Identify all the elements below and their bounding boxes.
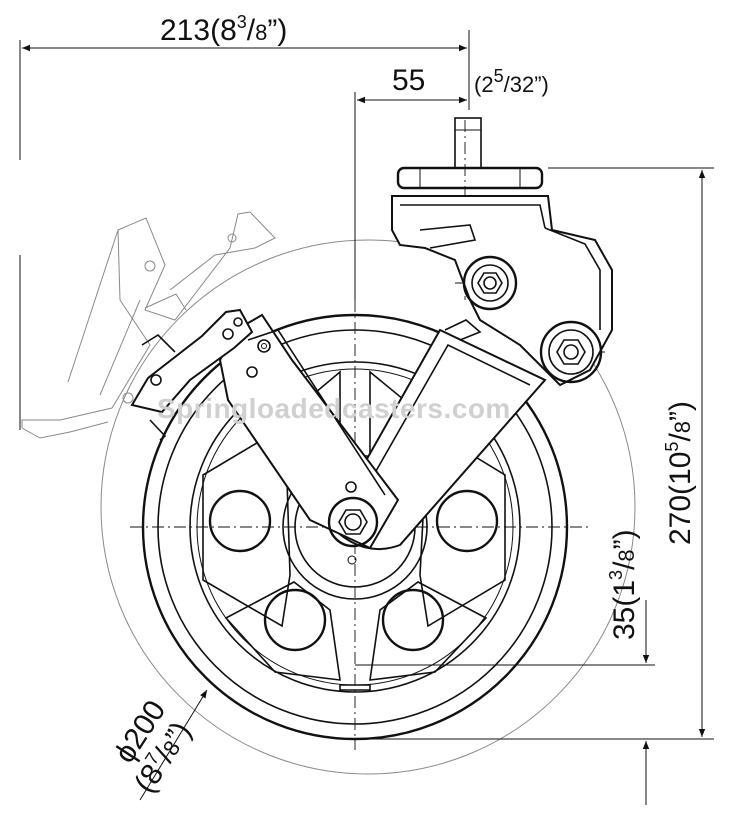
watermark-text: Springloadedcasters.com (157, 393, 511, 424)
wheel-holes (208, 489, 499, 652)
swing-radius-ghost (100, 239, 636, 775)
axle-nut (327, 481, 379, 565)
dimension-ground-clearance: 35(13/8”) (355, 529, 655, 805)
housing-body (391, 195, 613, 387)
overall-width-label: 213(83/8”) (160, 12, 287, 47)
offset-imperial-label: (25/32”) (474, 66, 549, 97)
lower-bolt (539, 320, 603, 384)
dimension-overall-width: 213(83/8”) (19, 12, 470, 430)
brake-lever (130, 308, 271, 441)
dimension-wheel-diameter: ϕ200 (87/8”) (108, 689, 208, 801)
offset-label: 55 (392, 64, 425, 97)
brake-pedal-ghost (21, 211, 276, 439)
upper-bolt (462, 255, 518, 311)
dimension-offset: 55 (25/32”) (354, 64, 549, 300)
clearance-label: 35(13/8”) (606, 529, 641, 640)
dimension-height: 270(105/8”) (355, 167, 714, 740)
stem-and-plate (396, 117, 544, 190)
height-label: 270(105/8”) (662, 401, 697, 545)
